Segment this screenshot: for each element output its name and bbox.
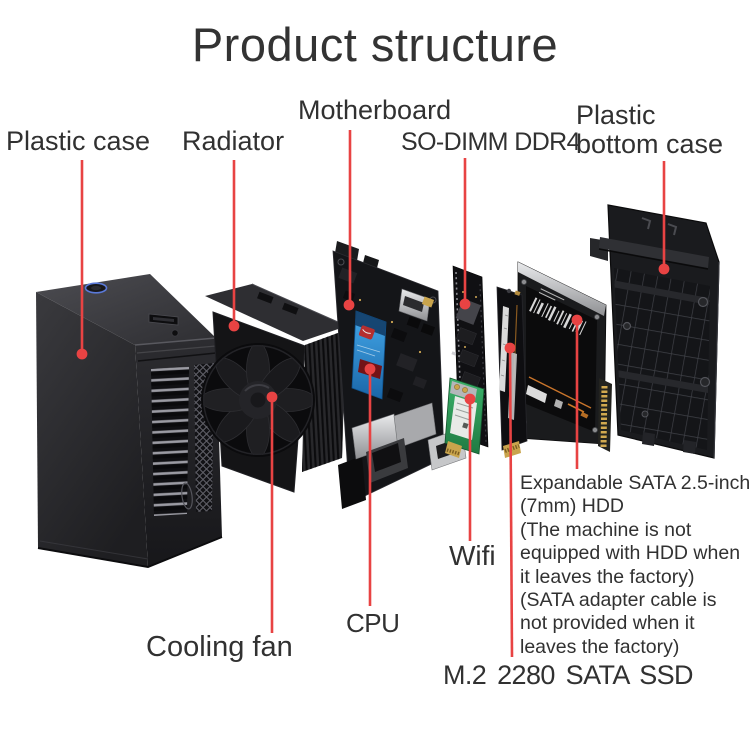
sata-ssd-illustration xyxy=(517,261,612,452)
heatsink-fins-detail xyxy=(302,330,346,472)
label-motherboard: Motherboard xyxy=(298,95,452,125)
label-cooling-fan: Cooling fan xyxy=(146,631,293,663)
label-so-dimm-ddr4: SO-DIMM DDR4 xyxy=(401,128,581,156)
wifi-module-illustration xyxy=(444,377,485,458)
board-chips-detail xyxy=(338,267,428,403)
page-title: Product structure xyxy=(191,18,559,71)
label-wifi: Wifi xyxy=(449,540,496,571)
fan-detail xyxy=(201,343,315,457)
sata-connector-detail xyxy=(598,378,612,452)
motherboard-illustration xyxy=(332,241,467,509)
bottom-case-illustration xyxy=(590,204,720,459)
usb-port-detail xyxy=(148,313,179,337)
wifi-connector-detail xyxy=(445,441,462,458)
radiator-fan-illustration xyxy=(201,283,348,493)
label-cpu: CPU xyxy=(346,608,400,638)
label-m2-ssd: M.2 2280 SATA SSD xyxy=(443,660,694,690)
leader-m2-ssd xyxy=(508,347,514,658)
vent-louvers-detail xyxy=(151,366,189,516)
side-port-detail xyxy=(398,288,436,336)
label-radiator: Radiator xyxy=(182,126,285,156)
power-button-detail xyxy=(84,282,108,294)
leader-dots xyxy=(76,263,670,405)
bottom-case-grid-detail xyxy=(614,268,710,450)
callout-leaders xyxy=(76,130,670,658)
label-plastic-bottom-case: Plastic bottom case xyxy=(576,100,724,159)
case-oval-detail xyxy=(181,482,193,510)
m2-ssd-illustration xyxy=(496,286,528,458)
label-plastic-case: Plastic case xyxy=(6,126,151,156)
plastic-case-illustration xyxy=(36,274,223,569)
m2-connector-detail xyxy=(503,441,521,458)
label-hdd-note: Expandable SATA 2.5-inch (7mm) HDD (The … xyxy=(520,472,750,658)
